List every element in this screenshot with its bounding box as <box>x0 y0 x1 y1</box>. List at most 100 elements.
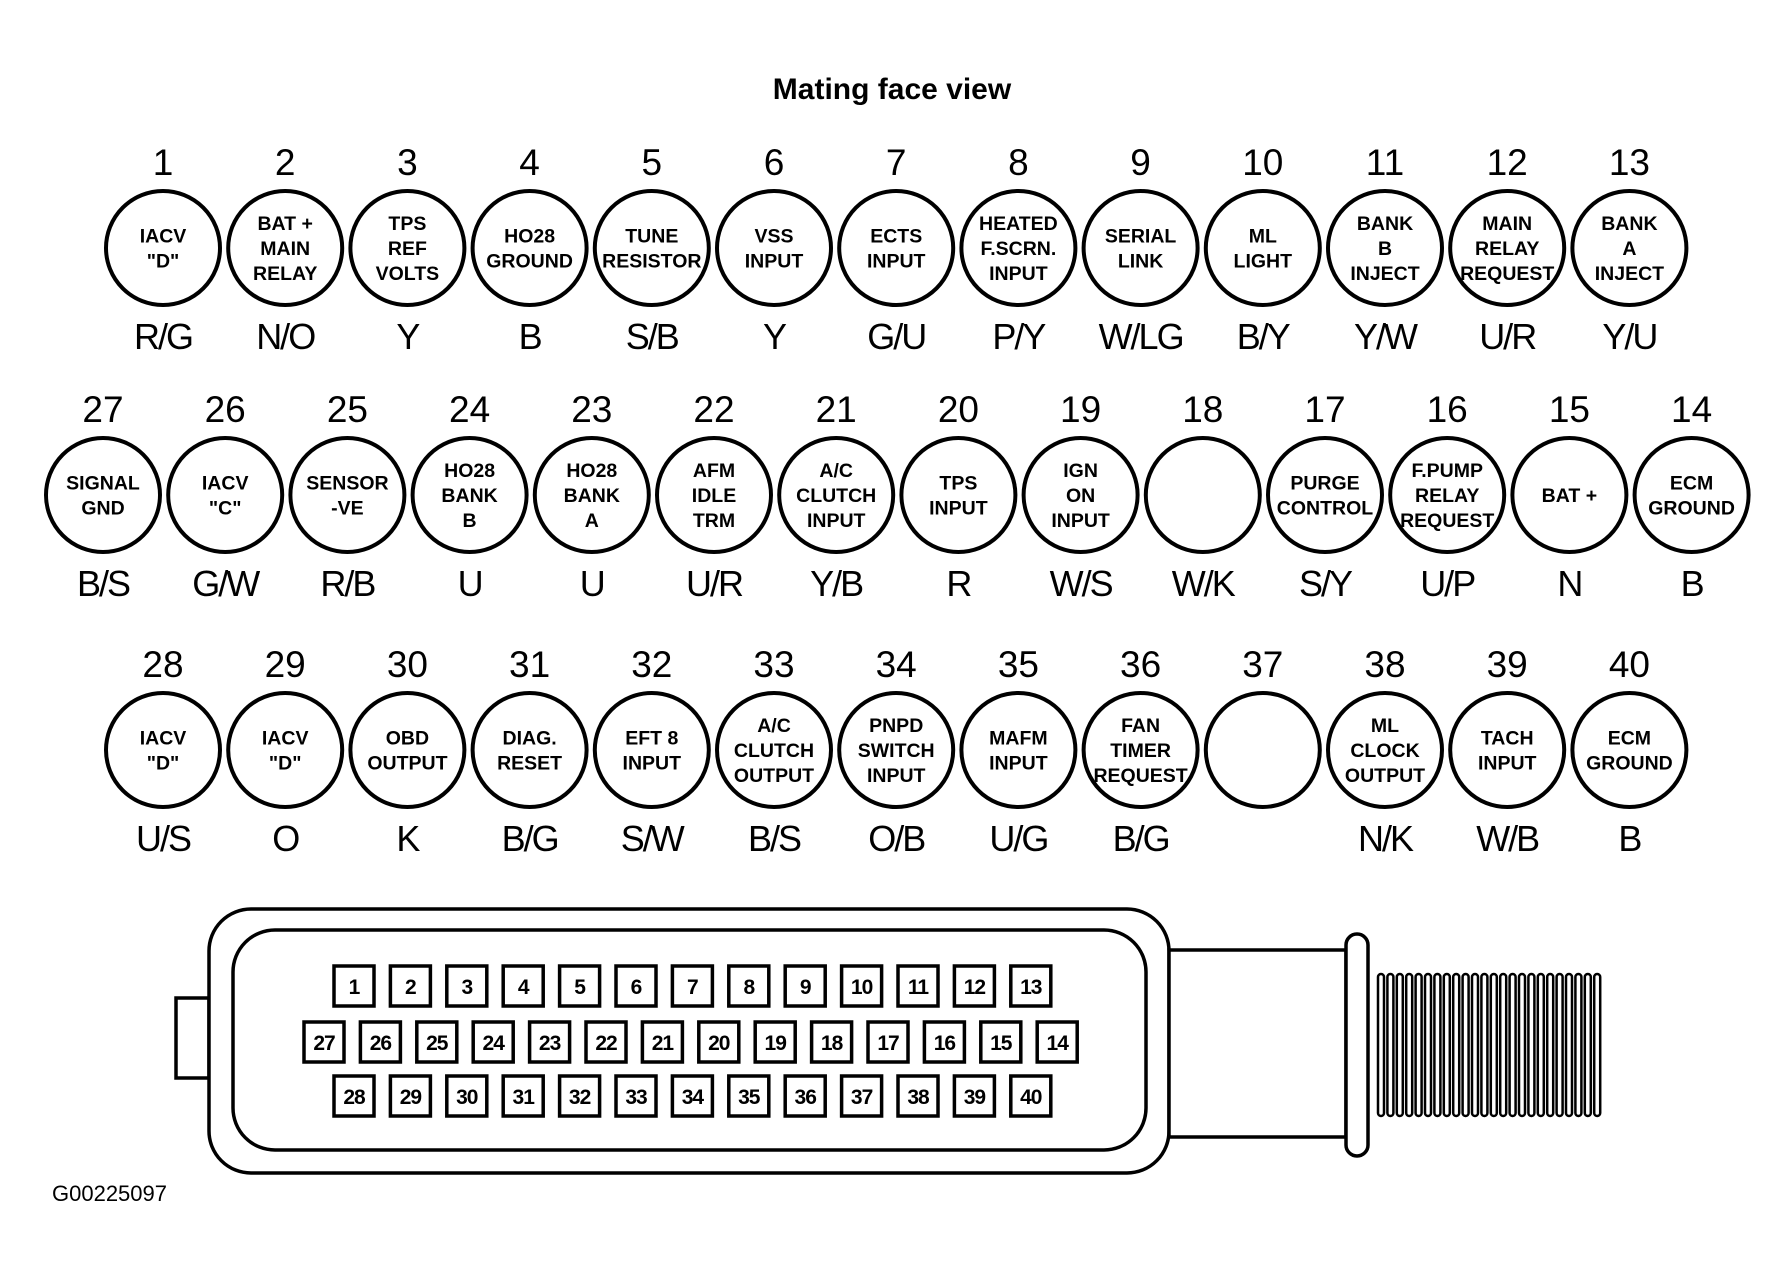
pin-wire-color: G/W <box>192 563 260 604</box>
cavity-number: 6 <box>631 976 642 999</box>
pin-number: 23 <box>571 389 612 430</box>
pin-wire-color: Y/W <box>1354 316 1418 357</box>
pin-function-label: HO28 <box>444 460 495 482</box>
pin-function-label: INPUT <box>1051 510 1110 532</box>
pin-circle <box>777 436 896 554</box>
cable-rib <box>1508 972 1517 1118</box>
pin-function-label: BAT + <box>1542 485 1597 507</box>
cable-rib <box>1461 972 1470 1118</box>
pin-function-label: A/C <box>757 715 791 737</box>
cavity-4: 4 <box>501 964 545 1008</box>
pin-function-label: OUTPUT <box>734 765 814 787</box>
pin-number: 5 <box>642 142 663 183</box>
pin-circle <box>288 436 407 554</box>
connector-neck <box>1167 948 1348 1139</box>
pin-number: 29 <box>265 644 306 685</box>
pin-number: 2 <box>275 142 296 183</box>
cavity-box <box>809 1020 854 1064</box>
pin-number: 27 <box>82 389 123 430</box>
pin-function-label: LINK <box>1118 251 1164 273</box>
cable-rib <box>1498 972 1508 1118</box>
pin-number: 3 <box>397 142 418 183</box>
pin-circle <box>1632 436 1751 554</box>
pin-function-label: "D" <box>147 251 180 273</box>
cavity-box <box>922 1020 967 1064</box>
pin-circle <box>1570 691 1689 809</box>
pin-function-label: INPUT <box>929 498 988 520</box>
pin-function-label: TPS <box>939 473 977 495</box>
cavity-number: 16 <box>934 1032 956 1055</box>
cavity-box <box>527 1020 572 1064</box>
pin-number: 11 <box>1366 142 1404 183</box>
pin-wire-color: U/S <box>136 818 191 859</box>
cavity-35: 35 <box>727 1074 771 1118</box>
cavity-number: 21 <box>652 1032 675 1055</box>
cavity-box <box>302 1020 346 1064</box>
cavity-box <box>783 1074 827 1118</box>
cable-rib <box>1423 972 1433 1118</box>
cavity-number: 23 <box>539 1032 561 1055</box>
pin-number: 1 <box>153 142 174 183</box>
cavity-box <box>584 1020 628 1064</box>
pin-function-label: INPUT <box>989 263 1048 285</box>
cable-rib <box>1480 972 1489 1118</box>
pin-wire-color: K <box>396 818 420 859</box>
cavity-box <box>896 1074 940 1118</box>
pin-circle <box>899 436 1018 554</box>
pin-circle <box>959 189 1078 307</box>
pin-circle <box>837 189 956 307</box>
cable-rib <box>1545 972 1555 1118</box>
pin-number: 12 <box>1487 142 1528 183</box>
cavity-number: 2 <box>405 976 416 999</box>
cavity-box <box>332 1074 376 1118</box>
cavity-number: 26 <box>370 1032 392 1055</box>
cavity-box <box>1035 1020 1079 1064</box>
cable-rib <box>1592 972 1602 1118</box>
cavity-number: 22 <box>595 1032 617 1055</box>
cavity-27: 27 <box>302 1020 346 1064</box>
cavity-number: 5 <box>574 976 586 999</box>
pin-function-label: INJECT <box>1350 263 1419 285</box>
pin-circle <box>348 691 467 809</box>
pin-function-label: REQUEST <box>1400 510 1494 532</box>
pin-circle <box>348 189 467 307</box>
cavity-number: 7 <box>687 976 698 999</box>
cavity-box <box>557 964 602 1008</box>
cavity-26: 26 <box>358 1020 403 1064</box>
pin-function-label: AFM <box>693 460 735 482</box>
pin-function-label: A <box>585 510 599 532</box>
pin-wire-color: S/B <box>626 316 679 357</box>
pin-wire-color: U/G <box>989 818 1047 859</box>
pin-function-label: CLUTCH <box>734 740 814 762</box>
pin-function-label: F.SCRN. <box>980 238 1056 260</box>
pin-function-label: SIGNAL <box>66 473 140 495</box>
cavity-box <box>727 964 771 1008</box>
cable-rib <box>1451 972 1461 1118</box>
pin-number: 28 <box>142 644 183 685</box>
cavity-11: 11 <box>896 964 940 1008</box>
cavity-number: 9 <box>800 976 811 999</box>
pin-wire-color: N <box>1557 563 1581 604</box>
cavity-box <box>445 1074 489 1118</box>
pin-number: 9 <box>1130 142 1151 183</box>
pin-number: 39 <box>1487 644 1528 685</box>
pin-function-label: F.PUMP <box>1411 460 1483 482</box>
pin-number: 14 <box>1671 389 1712 430</box>
pin-function-label: B <box>1378 238 1392 260</box>
pin-function-label: A/C <box>819 460 853 482</box>
cavity-2: 2 <box>388 964 433 1008</box>
